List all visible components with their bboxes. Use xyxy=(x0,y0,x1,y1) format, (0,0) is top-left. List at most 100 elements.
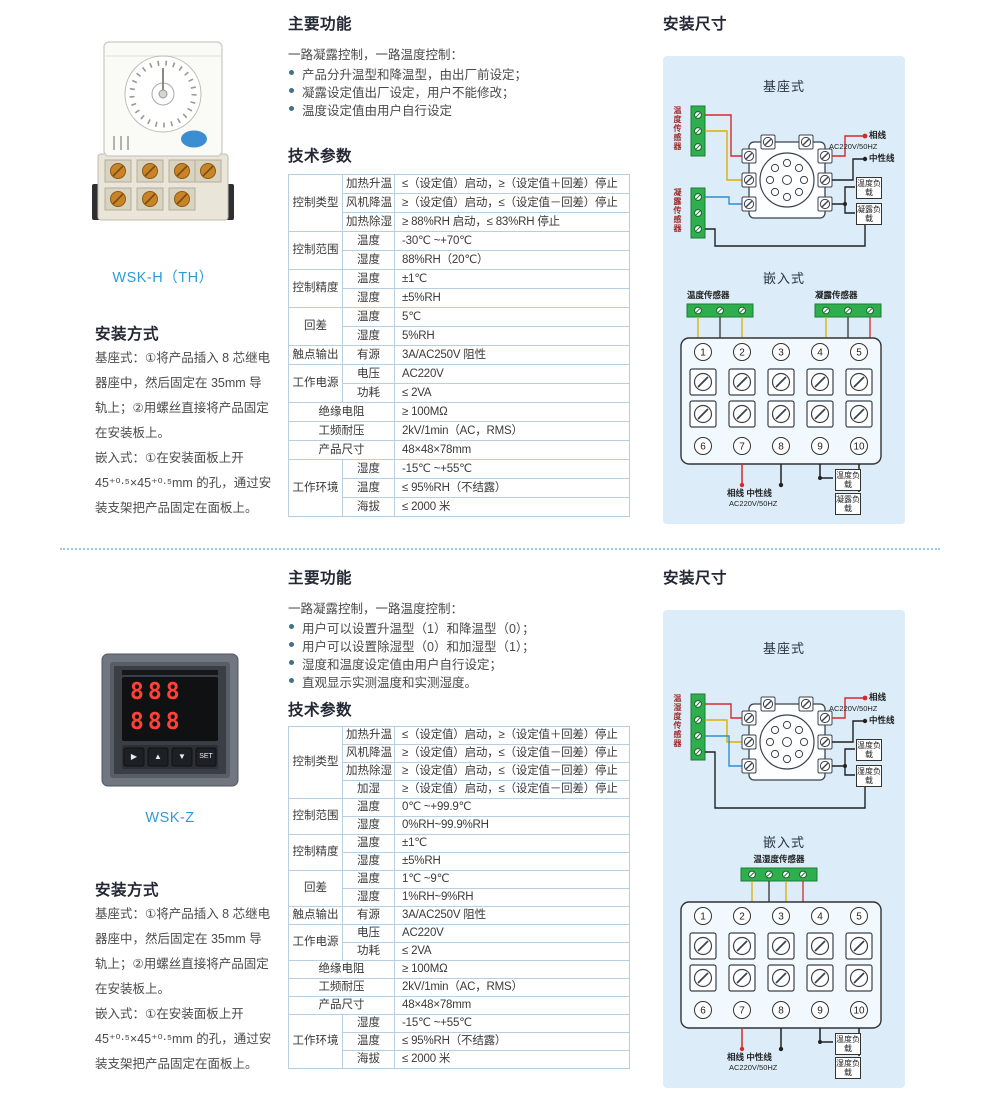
spec-sub-label: 加湿 xyxy=(342,780,395,799)
terminal-number: 10 xyxy=(853,442,865,453)
section-divider xyxy=(60,548,940,550)
spec-value: ≥ 88%RH 启动，≤ 83%RH 停止 xyxy=(394,212,630,232)
feature-item: 凝露设定值出厂设定，用户不能修改； xyxy=(288,82,527,100)
device-button-right: ▶ xyxy=(130,752,138,761)
spec-value: 2kV/1min（AC，RMS） xyxy=(394,978,630,997)
spec-value: ≤ 2000 米 xyxy=(394,497,630,517)
spec-sub-label: 湿度 xyxy=(342,816,395,835)
spec-sub-label: 加热升温 xyxy=(342,726,395,745)
spec-sub-label: 温度 xyxy=(342,307,395,327)
install-flush-text: 嵌入式：①在安装面板上开 45⁺⁰·⁵×45⁺⁰·⁵mm 的孔，通过安装支架把产… xyxy=(95,451,272,515)
spec-sub-label: 湿度 xyxy=(342,852,395,871)
spec-sub-label: 温度 xyxy=(342,870,395,889)
dimensions-heading: 安装尺寸 xyxy=(663,16,728,33)
terminal-number: 8 xyxy=(778,1006,784,1017)
terminal-number: 3 xyxy=(778,348,784,359)
install-method-heading: 安装方式 xyxy=(95,882,160,899)
sensor-label: 凝露传感器 xyxy=(673,188,682,233)
spec-group-label: 回差 xyxy=(288,870,343,907)
sensor-terminal-strips xyxy=(686,303,882,318)
flush-mount-diagram: 1 2 3 4 5 6 7 8 9 10 xyxy=(679,290,889,518)
dimensions-panel: 基座式 xyxy=(663,610,905,1088)
spec-group-label: 控制精度 xyxy=(288,834,343,871)
device-button-down: ▼ xyxy=(178,752,186,761)
terminal-number: 4 xyxy=(817,912,823,923)
spec-value: 0℃ ~+99.9℃ xyxy=(394,798,630,817)
spec-sub-label: 湿度 xyxy=(342,250,395,270)
spec-sub-label: 有源 xyxy=(342,345,395,365)
sensor-wires xyxy=(705,114,866,247)
terminal-number: 9 xyxy=(817,1006,823,1017)
base-mount-diagram: 温度传感器 凝露传感器 相线 AC220V/50HZ 中性线 温度负载 凝露负载 xyxy=(669,104,899,262)
spec-value: ≤ 95%RH（不结露） xyxy=(394,1032,630,1051)
power-label: AC220V/50HZ xyxy=(729,1063,778,1072)
bullet-icon xyxy=(289,624,294,629)
load-box: 温度负载 xyxy=(856,177,882,199)
spec-sub-label: 风机降温 xyxy=(342,193,395,213)
sensor-label: 凝露传感器 xyxy=(815,290,858,300)
device-button-up: ▲ xyxy=(154,752,162,761)
spec-value: ±5%RH xyxy=(394,288,630,308)
spec-sub-label: 温度 xyxy=(342,478,395,498)
spec-value: 1%RH~9%RH xyxy=(394,888,630,907)
terminal-number: 7 xyxy=(739,1006,745,1017)
spec-value: ≤（设定值）启动，≥（设定值＋回差）停止 xyxy=(394,726,630,745)
load-box: 凝露负载 xyxy=(835,493,861,515)
spec-value: ±5%RH xyxy=(394,852,630,871)
spec-value: ±1℃ xyxy=(394,269,630,289)
spec-group-label: 控制类型 xyxy=(288,174,343,232)
wsk-z-illustration xyxy=(101,653,239,787)
spec-sub-label: 风机降温 xyxy=(342,744,395,763)
load-box: 温度负载 xyxy=(835,1033,861,1055)
dimensions-heading: 安装尺寸 xyxy=(663,570,728,587)
terminal-number: 3 xyxy=(778,912,784,923)
feature-item: 用户可以设置升温型（1）和降温型（0）； xyxy=(288,618,535,636)
terminal-numbers-bottom: 6 7 8 9 10 xyxy=(694,437,868,455)
sensor-label: 温度传感器 xyxy=(673,106,682,151)
bullet-icon xyxy=(289,678,294,683)
flush-mount-diagram: 1 2 3 4 5 6 7 8 9 10 xyxy=(679,854,889,1082)
spec-value: ≥（设定值）启动，≤（设定值－回差）停止 xyxy=(394,780,630,799)
sensor-wires xyxy=(751,881,804,902)
install-flush-text: 嵌入式：①在安装面板上开 45⁺⁰·⁵×45⁺⁰·⁵mm 的孔，通过安装支架把产… xyxy=(95,1007,272,1071)
spec-sub-label: 有源 xyxy=(342,906,395,925)
base-mount-label: 基座式 xyxy=(762,79,805,94)
spec-table: 控制类型 加热升温 ≤（设定值）启动，≥（设定值＋回差）停止 风机降温≥（设定值… xyxy=(288,726,630,1069)
spec-value: ≤ 2VA xyxy=(394,942,630,961)
base-mount-label: 基座式 xyxy=(762,641,805,656)
specs-heading: 技术参数 xyxy=(288,148,353,165)
install-method-text: 基座式：①将产品插入 8 芯继电器座中，然后固定在 35mm 导轨上；②用螺丝直… xyxy=(95,902,273,1077)
install-method-heading: 安装方式 xyxy=(95,326,160,343)
feature-text: 用户可以设置升温型（1）和降温型（0）； xyxy=(302,622,535,636)
power-wires xyxy=(832,697,865,776)
features-heading: 主要功能 xyxy=(288,570,353,587)
spec-value: AC220V xyxy=(394,924,630,943)
specs-heading: 技术参数 xyxy=(288,702,353,719)
sensor-terminal-blocks xyxy=(690,105,706,239)
spec-value: 0%RH~99.9%RH xyxy=(394,816,630,835)
terminal-number: 1 xyxy=(700,912,706,923)
phase-label: 相线 xyxy=(869,692,887,702)
spec-value: -30℃ ~+70℃ xyxy=(394,231,630,251)
flush-mount-label: 嵌入式 xyxy=(762,271,805,286)
terminal-numbers-top: 1 2 3 4 5 xyxy=(694,907,868,925)
display-row-2: 888 xyxy=(130,709,184,735)
terminal-number: 1 xyxy=(700,348,706,359)
terminal-number: 7 xyxy=(739,442,745,453)
feature-text: 凝露设定值出厂设定，用户不能修改； xyxy=(302,86,515,100)
spec-value: ≤ 2000 米 xyxy=(394,1050,630,1069)
spec-sub-label: 加热升温 xyxy=(342,174,395,194)
spec-value: ≥ 100MΩ xyxy=(394,960,630,979)
spec-table: 控制类型 加热升温 ≤（设定值）启动，≥（设定值＋回差）停止 风机降温≥（设定值… xyxy=(288,174,630,517)
spec-value: ≥ 100MΩ xyxy=(394,402,630,422)
spec-group-label: 工作电源 xyxy=(288,364,343,403)
base-mount-diagram: 温湿度传感器 相线 AC220V/50HZ 中性线 温度负载 湿度负载 xyxy=(669,666,899,824)
spec-sub-label: 湿度 xyxy=(342,1014,395,1033)
terminal-numbers-top: 1 2 3 4 5 xyxy=(694,343,868,361)
product-name: WSK-Z xyxy=(145,810,195,826)
features-list: 产品分升温型和降温型，由出厂前设定； 凝露设定值出厂设定，用户不能修改； 温度设… xyxy=(288,64,527,118)
feature-item: 产品分升温型和降温型，由出厂前设定； xyxy=(288,64,527,82)
spec-value: 3A/AC250V 阻性 xyxy=(394,345,630,365)
spec-sub-label: 温度 xyxy=(342,269,395,289)
